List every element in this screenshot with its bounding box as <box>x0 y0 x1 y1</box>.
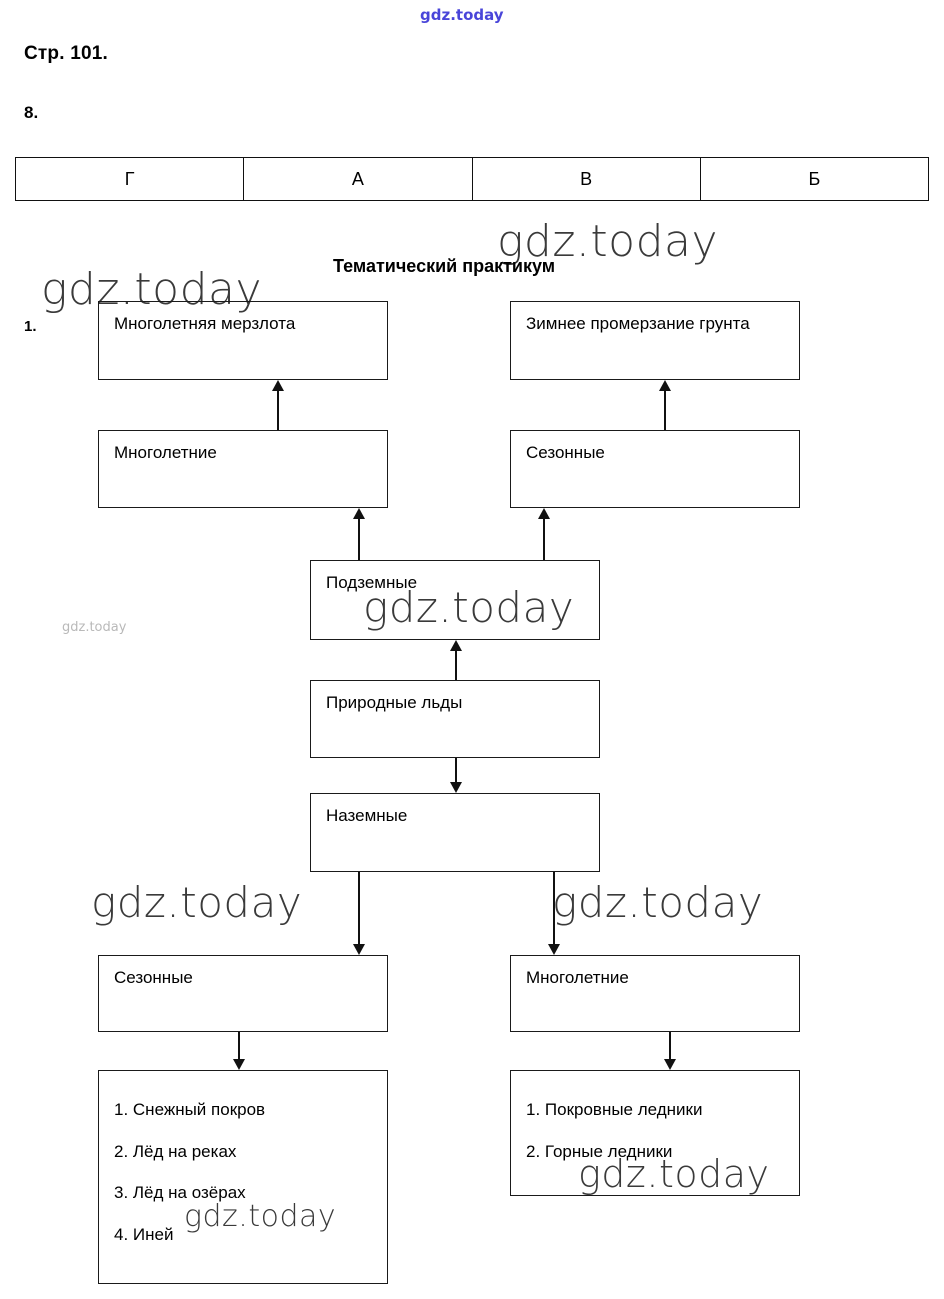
arrowhead-down-surface <box>450 782 462 793</box>
arrowhead-up-underground <box>450 640 462 651</box>
connector-ice-to-surface <box>455 758 457 782</box>
connector-underground-to-perennial <box>358 519 360 560</box>
box-winter-freeze: Зимнее промерзание грунта <box>510 301 800 380</box>
box-seasonal-upper: Сезонные <box>510 430 800 508</box>
answer-cell-3[interactable]: В <box>471 157 701 201</box>
box-perennial-lower: Многолетние <box>510 955 800 1032</box>
watermark-top-blue: gdz.today <box>420 6 504 24</box>
answer-cell-2[interactable]: А <box>243 157 473 201</box>
arrowhead-down-perennial-lower <box>548 944 560 955</box>
arrowhead-down-seasonal-lower <box>353 944 365 955</box>
answer-cell-4[interactable]: Б <box>699 157 930 201</box>
task-number-label: 8. <box>24 103 39 122</box>
box-underground: Подземные <box>310 560 600 640</box>
connector-seasonal-to-winter-freeze <box>664 391 666 430</box>
page-title: Стр. 101. <box>24 43 108 64</box>
connector-perennial-to-list <box>669 1032 671 1059</box>
answer-table: Г А В Б <box>14 157 930 201</box>
connector-ice-to-underground <box>455 651 457 680</box>
box-natural-ice: Природные льды <box>310 680 600 758</box>
watermark-right-lower: gdz.today <box>552 878 764 927</box>
watermark-left-lower: gdz.today <box>91 878 303 927</box>
arrowhead-up-permafrost <box>272 380 284 391</box>
box-seasonal-lower: Сезонные <box>98 955 388 1032</box>
arrowhead-up-winter-freeze <box>659 380 671 391</box>
box-surface: Наземные <box>310 793 600 872</box>
arrowhead-up-seasonal-upper <box>538 508 550 519</box>
section-title: Тематический практикум <box>333 256 556 276</box>
connector-underground-to-seasonal <box>543 519 545 560</box>
arrowhead-down-seasonal-list <box>233 1059 245 1070</box>
arrowhead-down-perennial-list <box>664 1059 676 1070</box>
connector-perennial-to-permafrost <box>277 391 279 430</box>
item-number-label: 1. <box>24 318 37 335</box>
connector-seasonal-to-list <box>238 1032 240 1059</box>
table-row: Г А В Б <box>14 157 930 201</box>
arrowhead-up-perennial-upper <box>353 508 365 519</box>
box-seasonal-list: 1. Снежный покров 2. Лёд на реках 3. Лёд… <box>98 1070 388 1284</box>
connector-surface-to-perennial <box>553 872 555 944</box>
box-perennial-upper: Многолетние <box>98 430 388 508</box>
connector-surface-to-seasonal <box>358 872 360 944</box>
box-perennial-list: 1. Покровные ледники 2. Горные ледники <box>510 1070 800 1196</box>
answer-cell-1[interactable]: Г <box>14 157 245 201</box>
box-permafrost: Многолетняя мерзлота <box>98 301 388 380</box>
watermark-faint-small: gdz.today <box>62 620 127 635</box>
